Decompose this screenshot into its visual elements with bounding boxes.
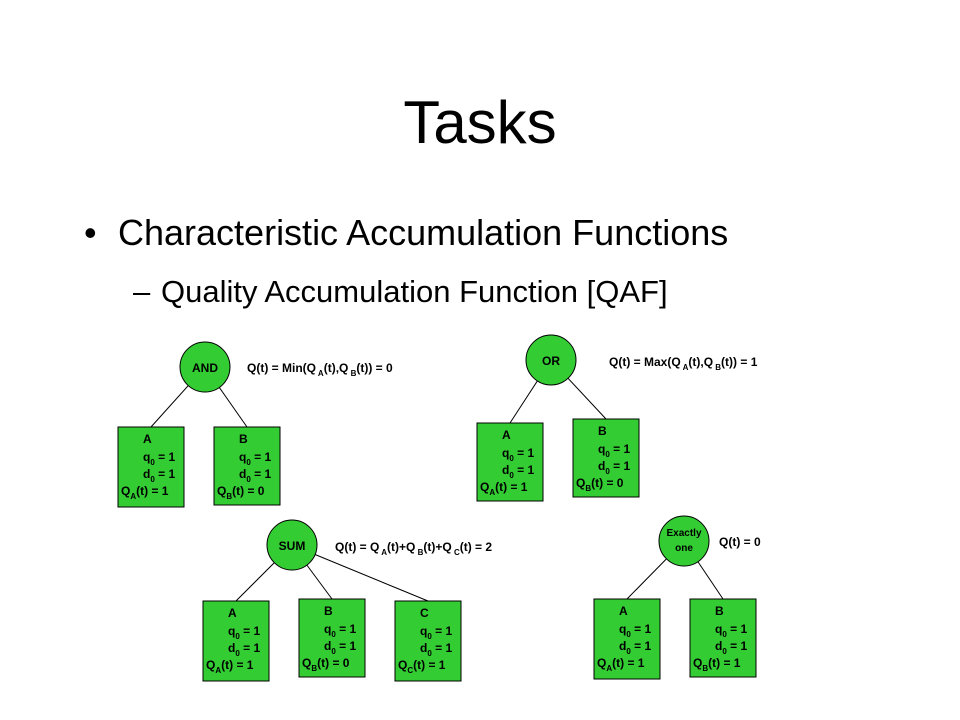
child-node-box [213,426,281,506]
d0-line: d0 = 1 [324,639,356,656]
bullet-level-2: –Quality Accumulation Function [QAF] [133,274,668,310]
child-node-b: Bq0 = 1d0 = 1QB(t) = 0 [572,418,640,498]
child-node-box [117,426,185,508]
child-node-name: A [502,428,511,442]
child-node-box [394,600,462,682]
q0-line: q0 = 1 [715,622,747,639]
root-node-label: OR [542,354,560,368]
child-node-name: B [598,424,607,438]
quality-line: QA(t) = 1 [206,658,254,675]
d0-line: d0 = 1 [502,463,534,480]
d0-line: d0 = 1 [228,641,260,658]
bullet-text: Characteristic Accumulation Functions [118,212,729,253]
child-node-name: A [143,432,152,446]
child-node-name: A [619,604,628,618]
q0-line: q0 = 1 [598,442,630,459]
q0-line: q0 = 1 [239,450,271,467]
accumulation-formula: Q(t) = Q A(t)+Q B(t)+Q C(t) = 2 [335,540,492,557]
child-node-b: Bq0 = 1d0 = 1QB(t) = 0 [298,598,366,678]
root-node-label: one [675,543,693,554]
q0-line: q0 = 1 [324,622,356,639]
bullet-level-1: • Characteristic Accumulation Functions [84,212,728,254]
root-node-label: Exactly [666,528,701,539]
d0-line: d0 = 1 [715,639,747,656]
child-node-name: B [715,604,724,618]
d0-line: d0 = 1 [143,467,175,484]
child-node-box [572,418,640,498]
accumulation-formula: Q(t) = Max(Q A(t),Q B(t)) = 1 [609,355,758,372]
quality-line: QC(t) = 1 [398,658,446,675]
child-node-name: B [324,604,333,618]
child-node-a: Aq0 = 1d0 = 1QA(t) = 1 [593,598,661,680]
child-node-b: Bq0 = 1d0 = 1QB(t) = 0 [213,426,281,506]
root-node-label: AND [192,361,218,375]
child-node-box [476,422,544,502]
quality-line: QA(t) = 1 [597,656,645,673]
root-node [525,334,577,386]
q0-line: q0 = 1 [420,624,452,641]
bullet-dot: • [84,212,97,253]
child-node-a: Aq0 = 1d0 = 1QA(t) = 1 [202,600,270,682]
child-node-box [689,598,757,678]
child-node-box [202,600,270,682]
d0-line: d0 = 1 [619,639,651,656]
quality-line: QB(t) = 0 [217,484,265,501]
q0-line: q0 = 1 [143,450,175,467]
root-node [658,515,710,567]
child-node-a: Aq0 = 1d0 = 1QA(t) = 1 [476,422,544,502]
q0-line: q0 = 1 [502,446,534,463]
root-node-label: SUM [279,539,306,553]
child-node-b: Bq0 = 1d0 = 1QB(t) = 1 [689,598,757,678]
d0-line: d0 = 1 [420,641,452,658]
quality-line: QA(t) = 1 [480,480,528,497]
bullet-dash: – [133,274,151,309]
q0-line: q0 = 1 [228,624,260,641]
subbullet-text: Quality Accumulation Function [QAF] [161,274,668,309]
d0-line: d0 = 1 [598,459,630,476]
quality-line: QB(t) = 1 [693,656,741,673]
root-node [179,341,231,393]
child-node-name: A [228,606,237,620]
accumulation-formula: Q(t) = Min(Q A(t),Q B(t)) = 0 [247,361,393,378]
accumulation-formula: Q(t) = 0 [719,535,761,549]
slide-title: Tasks [403,89,557,156]
child-node-box [298,598,366,678]
q0-line: q0 = 1 [619,622,651,639]
child-node-name: C [420,606,429,620]
quality-line: QA(t) = 1 [121,484,169,501]
quality-line: QB(t) = 0 [576,476,624,493]
child-node-name: B [239,432,248,446]
child-node-box [593,598,661,680]
child-node-c: Cq0 = 1d0 = 1QC(t) = 1 [394,600,462,682]
child-node-a: Aq0 = 1d0 = 1QA(t) = 1 [117,426,185,508]
quality-line: QB(t) = 0 [302,656,350,673]
root-node [266,519,318,571]
d0-line: d0 = 1 [239,467,271,484]
